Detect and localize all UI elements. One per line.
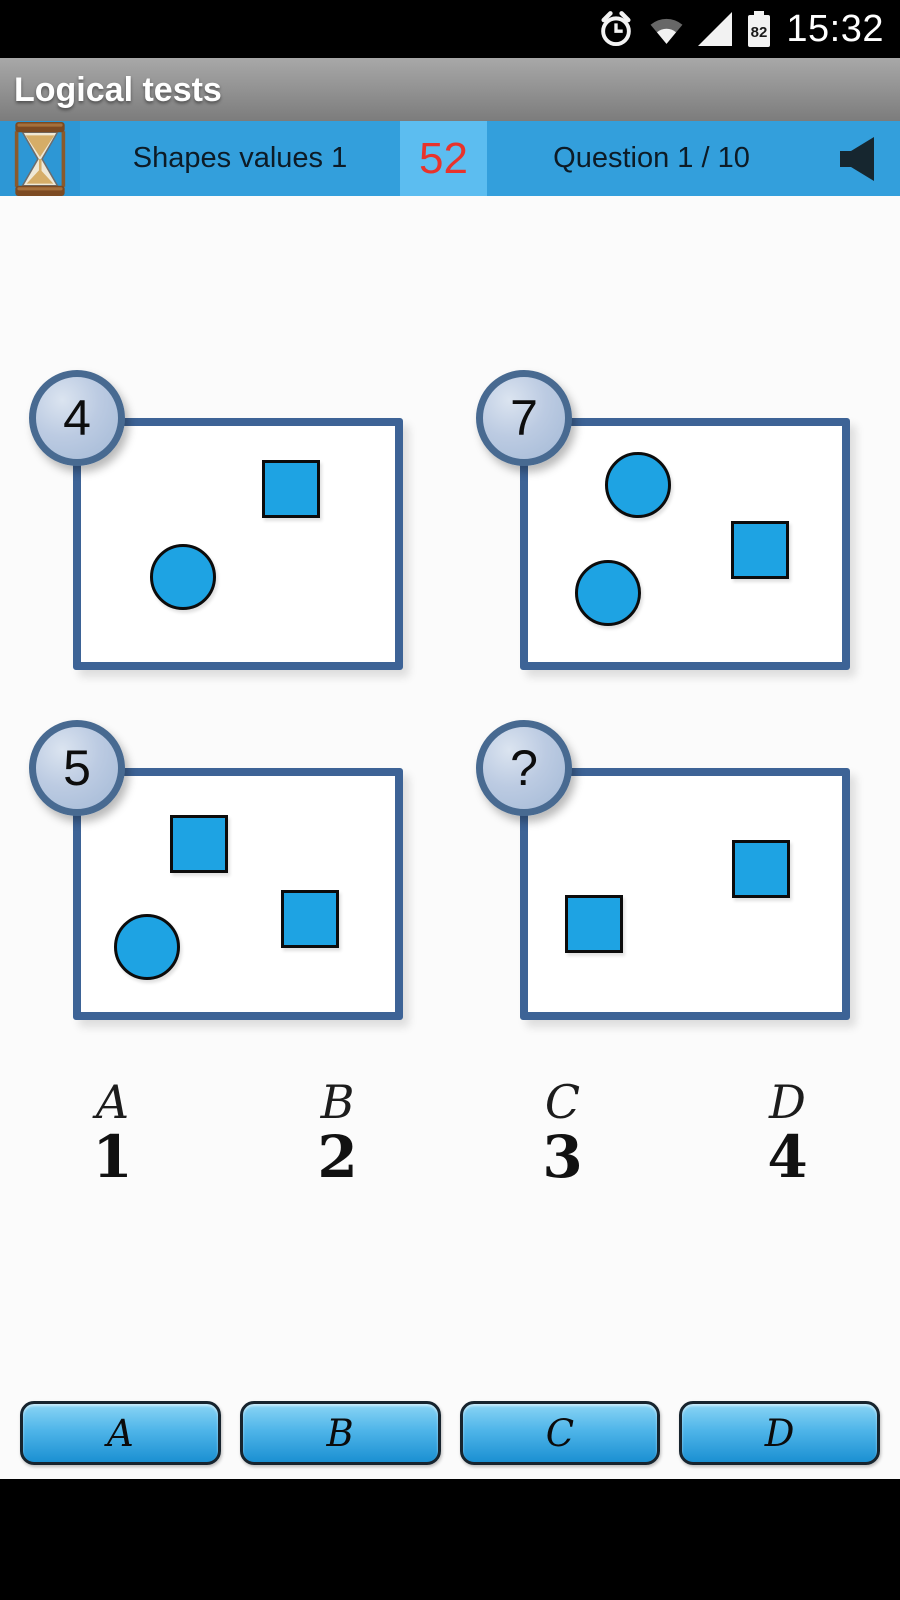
title-bar: Logical tests xyxy=(0,58,900,121)
circle-shape xyxy=(114,914,180,980)
speaker-cell[interactable] xyxy=(816,121,900,196)
option-value: 3 xyxy=(542,1123,583,1192)
square-shape xyxy=(262,460,320,518)
answer-button-b[interactable]: B xyxy=(239,1401,441,1465)
option-letter: C xyxy=(544,1075,581,1129)
option-c: C 3 xyxy=(450,1075,675,1192)
answer-button-c[interactable]: C xyxy=(459,1401,661,1465)
puzzle-box-2: 7 xyxy=(476,370,850,670)
hourglass-icon xyxy=(14,121,66,196)
option-d: D 4 xyxy=(675,1075,900,1192)
timer-cell: 52 xyxy=(400,121,487,196)
circle-shape xyxy=(605,452,671,518)
question-counter: Question 1 / 10 xyxy=(553,142,750,174)
speaker-icon[interactable] xyxy=(840,135,876,183)
app-title: Logical tests xyxy=(14,70,222,109)
option-value: 4 xyxy=(767,1123,808,1192)
android-nav-bar xyxy=(0,1479,900,1600)
option-letter: A xyxy=(95,1075,130,1129)
answer-button-a[interactable]: A xyxy=(20,1401,221,1465)
test-name: Shapes values 1 xyxy=(132,142,348,174)
answer-buttons-row: A B C D xyxy=(0,1401,900,1465)
puzzle-box-3: 5 xyxy=(29,720,403,1020)
circle-shape xyxy=(150,544,216,610)
svg-text:82: 82 xyxy=(751,24,768,41)
box-value-badge: 5 xyxy=(29,720,125,816)
puzzle-area: 4 7 5 ? A 1 B 2 C 3 xyxy=(0,196,900,1479)
box-shapes xyxy=(528,426,842,662)
box-shapes xyxy=(528,776,842,1012)
option-letter: D xyxy=(769,1075,806,1129)
wifi-icon xyxy=(650,18,683,44)
test-name-cell: Shapes values 1 xyxy=(80,121,400,196)
square-shape xyxy=(281,890,339,948)
options-row: A 1 B 2 C 3 D 4 xyxy=(0,1075,900,1192)
option-letter: B xyxy=(320,1075,355,1129)
option-b: B 2 xyxy=(225,1075,450,1192)
square-shape xyxy=(731,521,789,579)
option-a: A 1 xyxy=(0,1075,225,1192)
box-value-badge: 4 xyxy=(29,370,125,466)
status-clock: 15:32 xyxy=(786,8,884,50)
hourglass-cell xyxy=(0,121,80,196)
status-bar: 82 15:32 xyxy=(0,0,900,58)
square-shape xyxy=(170,815,228,873)
square-shape xyxy=(565,895,623,953)
option-value: 1 xyxy=(92,1123,133,1192)
timer-value: 52 xyxy=(419,133,468,183)
box-value-badge: ? xyxy=(476,720,572,816)
answer-button-d[interactable]: D xyxy=(679,1401,880,1465)
option-value: 2 xyxy=(317,1123,358,1192)
alarm-icon xyxy=(601,11,632,47)
signal-icon xyxy=(698,12,733,46)
battery-icon: 82 xyxy=(748,11,771,47)
circle-shape xyxy=(575,560,641,626)
puzzle-box-1: 4 xyxy=(29,370,403,670)
square-shape xyxy=(732,840,790,898)
box-shapes xyxy=(81,776,395,1012)
box-shapes xyxy=(81,426,395,662)
game-header: Shapes values 1 52 Question 1 / 10 xyxy=(0,121,900,196)
puzzle-box-4: ? xyxy=(476,720,850,1020)
box-value-badge: 7 xyxy=(476,370,572,466)
question-counter-cell: Question 1 / 10 xyxy=(487,121,816,196)
